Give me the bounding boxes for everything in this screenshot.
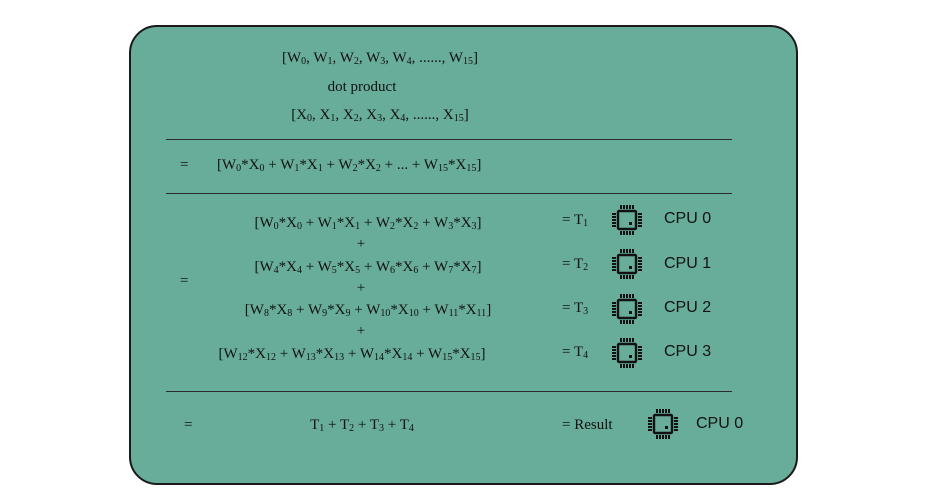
final-sum: T1 + T2 + T3 + T4 <box>310 417 414 434</box>
cpu-chip-icon <box>610 203 644 237</box>
cpu-label-2: CPU 2 <box>664 299 712 316</box>
cpu-label-1: CPU 1 <box>664 255 712 272</box>
equals-sign-full: = <box>180 157 189 173</box>
partial-sum-3: [W12*X12 + W13*X13 + W14*X14 + W15*X15] <box>218 346 486 363</box>
partial-result-1: = T2 <box>562 256 589 273</box>
final-result-label: = Result <box>562 417 613 433</box>
plus-sign-3: + <box>356 323 366 339</box>
partial-result-0: = T1 <box>562 212 589 229</box>
partial-result-2: = T3 <box>562 300 589 317</box>
cpu-chip-icon <box>610 336 644 370</box>
equals-sign-split: = <box>180 273 189 289</box>
cpu-label-final: CPU 0 <box>696 415 744 432</box>
partial-sum-0: [W0*X0 + W1*X1 + W2*X2 + W3*X3] <box>254 215 482 232</box>
dot-product-label: dot product <box>327 79 397 95</box>
cpu-chip-icon <box>610 292 644 326</box>
equals-sign-final: = <box>184 417 193 433</box>
divider-3 <box>166 391 732 392</box>
divider-2 <box>166 193 732 194</box>
full-expansion: [W0*X0 + W1*X1 + W2*X2 + ... + W15*X15] <box>217 157 482 174</box>
equation-panel <box>129 25 798 485</box>
plus-sign-2: + <box>356 280 366 296</box>
cpu-chip-icon <box>646 407 680 441</box>
partial-sum-1: [W4*X4 + W5*X5 + W6*X6 + W7*X7] <box>254 259 482 276</box>
plus-sign-1: + <box>356 236 366 252</box>
divider-1 <box>166 139 732 140</box>
cpu-chip-icon <box>610 247 644 281</box>
partial-sum-2: [W8*X8 + W9*X9 + W10*X10 + W11*X11] <box>244 302 492 319</box>
weight-vector: [W0, W1, W2, W3, W4, ......, W15] <box>281 50 479 67</box>
cpu-label-3: CPU 3 <box>664 343 712 360</box>
input-vector: [X0, X1, X2, X3, X4, ......, X15] <box>291 107 469 124</box>
partial-result-3: = T4 <box>562 344 589 361</box>
cpu-label-0: CPU 0 <box>664 210 712 227</box>
